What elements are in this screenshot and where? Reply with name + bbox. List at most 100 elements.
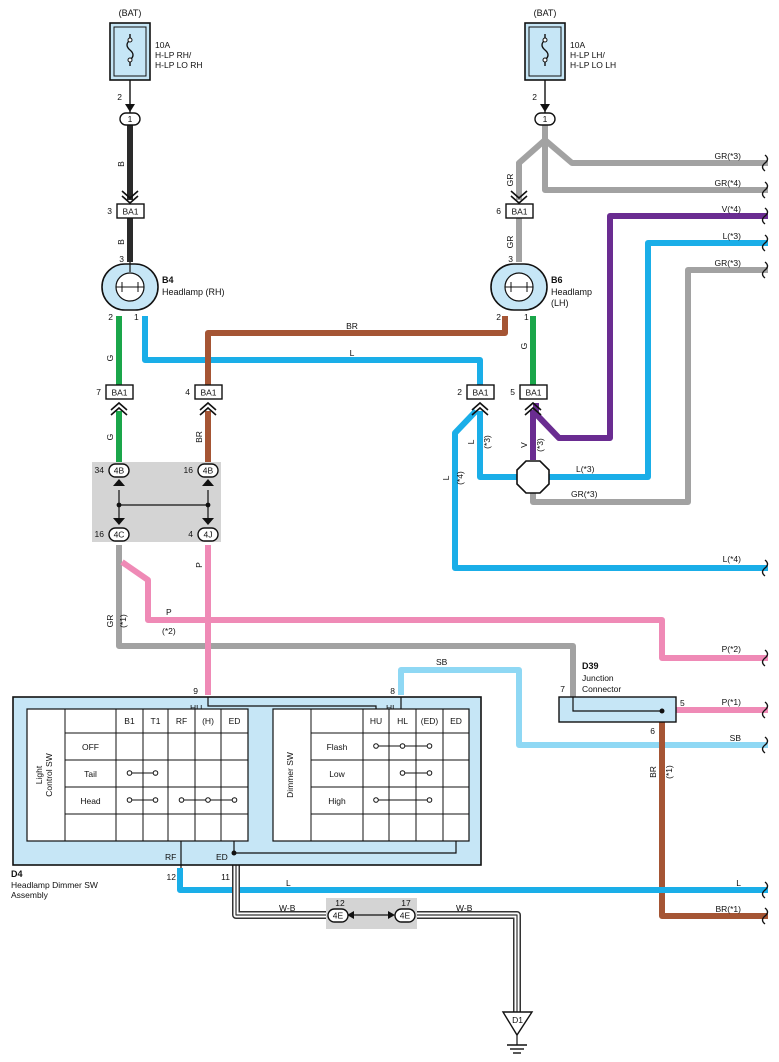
wire-p2 — [120, 559, 768, 661]
svg-text:4J: 4J — [204, 530, 213, 540]
svg-text:L: L — [466, 439, 476, 444]
svg-text:Headlamp: Headlamp — [551, 287, 592, 297]
svg-text:BR: BR — [194, 431, 204, 443]
svg-text:2: 2 — [108, 312, 113, 322]
svg-text:D39: D39 — [582, 661, 599, 671]
svg-text:L: L — [441, 475, 451, 480]
svg-text:Light: Light — [34, 765, 44, 784]
svg-text:RF: RF — [165, 852, 176, 862]
svg-text:7: 7 — [560, 684, 565, 694]
svg-text:Headlamp (RH): Headlamp (RH) — [162, 287, 225, 297]
svg-text:HU: HU — [370, 716, 382, 726]
svg-text:RF: RF — [176, 716, 187, 726]
wire-gr-lh-upper — [516, 125, 548, 200]
wire-gr3-lower — [530, 267, 768, 505]
wire-sb — [398, 667, 768, 748]
ground-d1: D1 — [501, 1011, 534, 1054]
wire-gr-4c — [116, 545, 576, 703]
svg-text:6: 6 — [496, 206, 501, 216]
wire-gr3-top — [543, 137, 768, 166]
svg-text:W-B: W-B — [279, 903, 296, 913]
svg-text:17: 17 — [401, 898, 411, 908]
svg-text:L(*3): L(*3) — [723, 231, 742, 241]
svg-text:BA1: BA1 — [122, 207, 138, 217]
svg-text:D4: D4 — [11, 869, 23, 879]
svg-text:BR: BR — [648, 766, 658, 778]
svg-text:BR: BR — [346, 321, 358, 331]
svg-text:2: 2 — [117, 92, 122, 102]
ba1-rh-top: BA1 3 — [107, 190, 145, 219]
wire-v4 — [533, 213, 768, 441]
svg-text:L(*4): L(*4) — [723, 554, 742, 564]
wire-ends — [761, 154, 769, 925]
svg-text:4B: 4B — [203, 466, 214, 476]
wire-wb-outer — [232, 853, 521, 1012]
svg-text:4E: 4E — [333, 911, 344, 921]
svg-text:HL: HL — [397, 716, 408, 726]
svg-text:(BAT): (BAT) — [119, 8, 142, 18]
d4-dimmer-assembly: 9 8 HU HL Light Control SW B1 T1 RF (H) … — [11, 686, 482, 900]
svg-text:16: 16 — [184, 465, 194, 475]
svg-text:BA1: BA1 — [200, 388, 216, 398]
svg-text:High: High — [328, 796, 346, 806]
svg-text:Flash: Flash — [327, 742, 348, 752]
svg-text:(ED): (ED) — [421, 716, 439, 726]
svg-text:4: 4 — [185, 387, 190, 397]
svg-text:10A: 10A — [570, 40, 585, 50]
svg-text:(*4): (*4) — [455, 471, 465, 485]
svg-text:L: L — [286, 878, 291, 888]
svg-text:BR(*1): BR(*1) — [715, 904, 741, 914]
svg-text:GR: GR — [505, 174, 515, 187]
joint-4e: 4E 4E 12 17 — [326, 898, 417, 929]
arrow-head — [540, 104, 550, 112]
ba1-row: BA1 7 BA1 4 BA1 2 BA1 5 — [96, 384, 548, 416]
wire-l-bottom — [177, 868, 768, 893]
wire-l3 — [546, 240, 768, 480]
svg-text:Head: Head — [80, 796, 101, 806]
wire-l4 — [452, 408, 768, 571]
svg-text:(BAT): (BAT) — [534, 8, 557, 18]
svg-text:G: G — [105, 434, 115, 441]
light-control-table: Light Control SW B1 T1 RF (H) ED OFF Tai… — [26, 708, 249, 842]
wire-wb-core — [235, 853, 518, 1012]
svg-text:Low: Low — [329, 769, 345, 779]
ba1-lh-top: BA1 6 — [496, 190, 534, 219]
wire-br1 — [659, 716, 768, 919]
headlamp-lh: 3 2 1 B6 Headlamp (LH) — [490, 254, 592, 322]
connector-1-rh: 1 — [119, 112, 141, 126]
svg-text:1: 1 — [524, 312, 529, 322]
svg-text:B4: B4 — [162, 275, 174, 285]
svg-text:2: 2 — [532, 92, 537, 102]
svg-text:1: 1 — [128, 114, 133, 124]
svg-text:V(*4): V(*4) — [722, 204, 742, 214]
svg-text:Dimmer SW: Dimmer SW — [285, 752, 295, 798]
headlamp-rh: 3 2 1 B4 Headlamp (RH) — [101, 254, 225, 322]
svg-text:GR(*3): GR(*3) — [715, 258, 742, 268]
svg-text:ED: ED — [216, 852, 228, 862]
svg-text:3: 3 — [119, 254, 124, 264]
svg-text:L: L — [736, 878, 741, 888]
svg-text:12: 12 — [335, 898, 345, 908]
svg-text:Assembly: Assembly — [11, 890, 49, 900]
svg-text:HU: HU — [190, 703, 202, 713]
wire-gr4-top — [542, 140, 768, 193]
svg-text:4B: 4B — [114, 466, 125, 476]
arrow-head — [125, 104, 135, 112]
svg-text:(*3): (*3) — [482, 435, 492, 449]
svg-text:ED: ED — [229, 716, 241, 726]
svg-text:12: 12 — [167, 872, 177, 882]
svg-text:T1: T1 — [151, 716, 161, 726]
svg-text:H-LP LO RH: H-LP LO RH — [155, 60, 203, 70]
svg-text:H-LP RH/: H-LP RH/ — [155, 50, 192, 60]
svg-text:D1: D1 — [512, 1015, 523, 1025]
svg-text:BA1: BA1 — [472, 388, 488, 398]
svg-text:1: 1 — [543, 114, 548, 124]
svg-text:(H): (H) — [202, 716, 214, 726]
svg-text:2: 2 — [496, 312, 501, 322]
svg-text:4: 4 — [188, 529, 193, 539]
wire-l-rh — [142, 316, 483, 385]
svg-text:B: B — [116, 239, 126, 245]
svg-text:BA1: BA1 — [525, 388, 541, 398]
d39-junction-connector: D39 Junction Connector 7 5 6 — [558, 661, 685, 736]
svg-text:GR(*3): GR(*3) — [571, 489, 598, 499]
